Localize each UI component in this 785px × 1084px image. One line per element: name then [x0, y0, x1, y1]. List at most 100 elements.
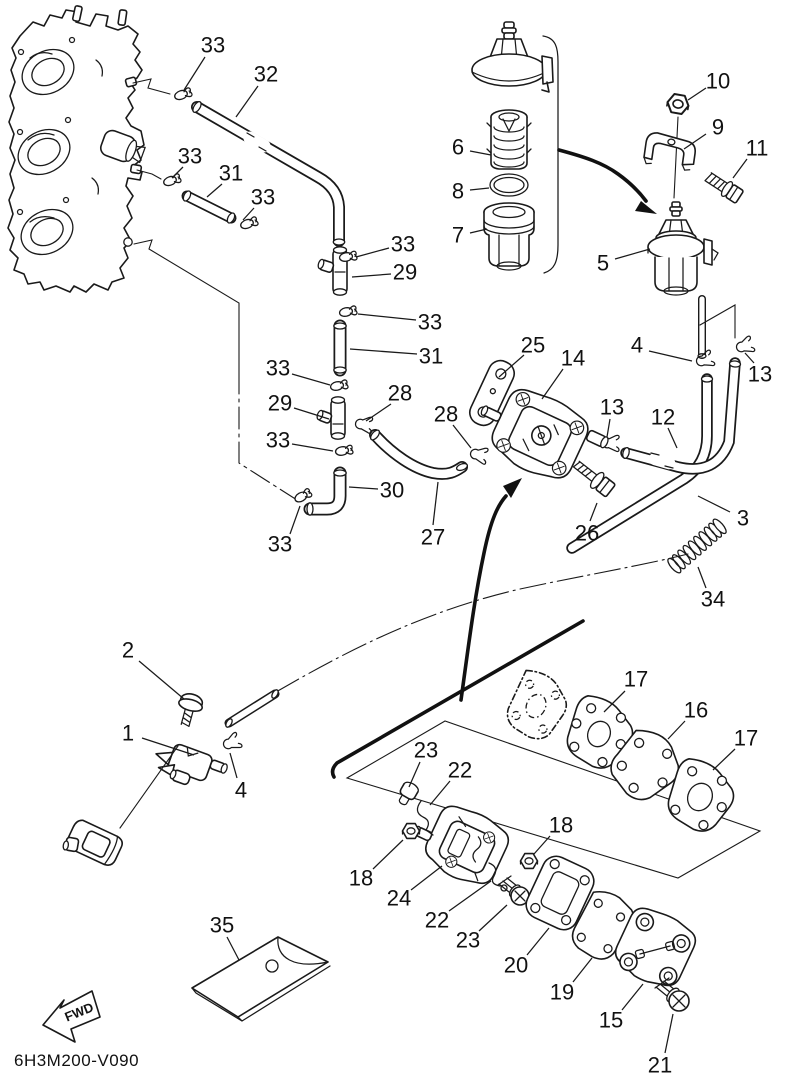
part-number-5: 5: [597, 251, 609, 276]
connector-axis-line: [119, 745, 179, 829]
leader-line-26: [589, 502, 598, 522]
part-number-22: 22: [425, 908, 449, 933]
part-number-32: 32: [254, 62, 278, 87]
leader-line-1: [141, 737, 195, 756]
leader-line-18: [372, 839, 404, 870]
part-number-15: 15: [599, 1008, 623, 1033]
leader-line-7: [469, 228, 488, 234]
leader-line-2: [138, 660, 185, 700]
part-number-25: 25: [521, 333, 545, 358]
part-number-34: 34: [701, 587, 725, 612]
filter-detail-bracket: [542, 35, 559, 274]
fuel-pump-24: [413, 805, 510, 885]
fuel-hose-end: [224, 689, 280, 728]
leader-line-30: [348, 486, 379, 490]
part-number-10: 10: [706, 69, 730, 94]
part-number-12: 12: [651, 405, 675, 430]
part-number-13: 13: [748, 362, 772, 387]
engine-stud: [71, 5, 83, 23]
leader-line-24: [410, 865, 443, 891]
detail-leader-arrow: [557, 148, 657, 214]
leader-line-6: [469, 150, 492, 156]
part-number-33: 33: [266, 428, 290, 453]
leader-line-23: [408, 761, 421, 788]
part-number-26: 26: [575, 521, 599, 546]
leader-line-4: [229, 752, 238, 779]
part-number-2: 2: [122, 638, 134, 663]
part-number-3: 3: [737, 506, 749, 531]
fuel-hose-30: [303, 466, 347, 516]
leader-line-35: [226, 936, 240, 961]
leader-line-33: [357, 313, 417, 321]
part-number-18: 18: [549, 813, 573, 838]
part-number-23: 23: [456, 928, 480, 953]
part-number-11: 11: [746, 136, 769, 161]
leader-line-10: [687, 87, 707, 101]
part-number-21: 21: [648, 1053, 672, 1078]
screw-21: [654, 977, 690, 1012]
part-number-9: 9: [712, 115, 724, 140]
link-22: [416, 800, 434, 836]
fuel-hose-12: [620, 357, 742, 475]
leader-line-29: [293, 407, 330, 420]
part-number-33: 33: [391, 232, 415, 257]
engine-block: [7, 5, 146, 293]
part-number-6: 6: [452, 135, 464, 160]
nut-18: [519, 852, 539, 870]
engine-stud: [117, 9, 128, 27]
leader-line-27: [432, 481, 439, 526]
part-number-20: 20: [504, 953, 528, 978]
reference-plane-edge: [330, 619, 585, 779]
filter-cup-7: [483, 202, 535, 271]
leader-line-33: [183, 56, 206, 91]
bracket-9: [643, 132, 697, 171]
leader-line-13: [744, 352, 755, 364]
part-number-14: 14: [561, 346, 585, 371]
part-number-1: 1: [122, 721, 134, 746]
part-number-33: 33: [266, 356, 290, 381]
engine-nipple: [123, 237, 133, 247]
part-number-29: 29: [268, 391, 292, 416]
tee-joint-29-lower: [316, 396, 346, 440]
pump-cover-15: [614, 907, 697, 987]
leader-line-15: [621, 983, 644, 1011]
leader-line-22: [448, 880, 492, 912]
leader-line-4: [648, 350, 693, 362]
leader-line-33: [291, 443, 334, 452]
leader-line-20: [526, 927, 550, 956]
leader-line-18: [533, 835, 551, 855]
fuel-pump-14: [480, 388, 609, 479]
leader-line-33: [171, 166, 184, 179]
part-number-18: 18: [349, 866, 373, 891]
leader-line-14: [541, 368, 564, 400]
fuel-line-routing-curve: [275, 553, 689, 693]
gasket-20: [525, 855, 595, 931]
part-number-29: 29: [393, 260, 417, 285]
gasket-17: [566, 695, 634, 769]
leader-line-12: [667, 427, 678, 449]
part-number-23: 23: [414, 738, 438, 763]
callout-layer: 3332333133332933313328293330273325144131…: [122, 33, 772, 1078]
leader-line-32: [235, 85, 259, 118]
part-number-17: 17: [624, 667, 648, 692]
nut-18: [401, 822, 421, 840]
part-number-31: 31: [219, 161, 243, 186]
leader-line-11: [732, 158, 748, 179]
screw-2: [178, 693, 204, 728]
leader-line-28: [452, 424, 472, 449]
diagram-code: 6H3M200-V090: [14, 1051, 139, 1070]
leader-line-31: [349, 348, 418, 355]
leader-line-3: [697, 495, 731, 513]
parts-bag-35: [191, 936, 331, 1022]
o-ring-8: [489, 173, 529, 197]
part-number-28: 28: [388, 381, 412, 406]
leader-line-22: [429, 780, 451, 806]
cylinder-bore: [20, 208, 74, 256]
part-number-33: 33: [178, 144, 202, 169]
part-number-35: 35: [210, 913, 234, 938]
fwd-arrow: FWD: [42, 990, 101, 1043]
connector-elbow-fitting: [62, 819, 123, 866]
